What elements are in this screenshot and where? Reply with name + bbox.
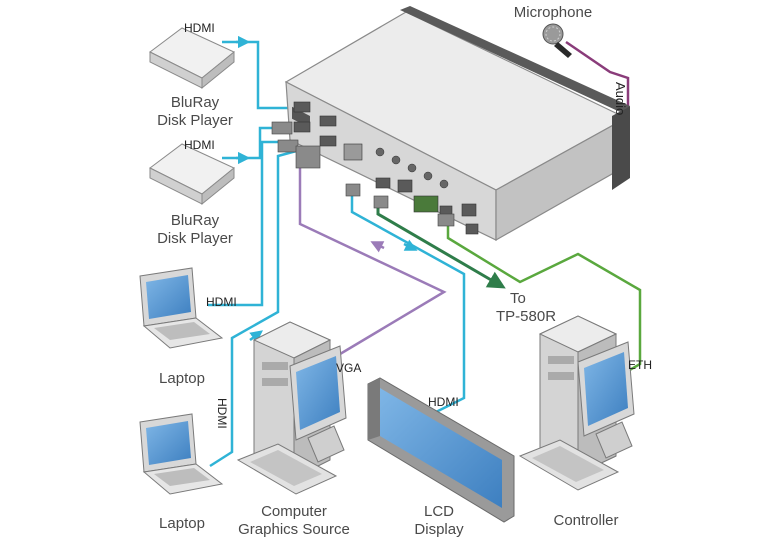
audio-cable-label: Audio [613, 82, 628, 116]
laptop1-label: Laptop [159, 370, 205, 387]
microphone-label: Microphone [513, 4, 593, 21]
bluray-player-icon [149, 27, 235, 90]
controller-label: Controller [553, 512, 619, 529]
hdmi-label-bluray2: HDMI [184, 138, 215, 152]
to-receiver-label: To TP-580R [496, 290, 590, 326]
laptop-icon [139, 413, 224, 495]
bluray2-label-line2: Disk Player [157, 230, 233, 247]
hdmi-cable-lcd [350, 186, 466, 414]
computer-label-line1: Computer [261, 503, 327, 520]
hdmi-label-laptop2: HDMI [215, 398, 229, 429]
bluray1-label-line1: BluRay [170, 94, 220, 111]
bluray1-label-line2: Disk Player [157, 112, 233, 129]
laptop-icon [139, 267, 224, 349]
lcd-label: LCD Display [394, 503, 484, 539]
to-receiver-label-line2: TP-580R [496, 308, 557, 325]
eth-label: ETH [628, 358, 652, 372]
bluray1-label: BluRay Disk Player [140, 94, 250, 130]
computer-label-line2: Graphics Source [238, 521, 350, 538]
desktop-computer-icon [236, 321, 347, 495]
vga-label: VGA [336, 361, 362, 375]
bluray-player-icon [149, 143, 235, 206]
vga-cable [298, 168, 447, 362]
hdmi-label-lcd: HDMI [428, 395, 459, 409]
bluray2-label: BluRay Disk Player [140, 212, 250, 248]
hdmi-label-bluray1: HDMI [184, 21, 215, 35]
computer-label: Computer Graphics Source [224, 503, 364, 539]
hdmi-cable-laptop2 [209, 148, 301, 468]
eth-cable [446, 224, 642, 380]
to-receiver-label-line1: To [510, 290, 526, 307]
lcd-label-line1: LCD [423, 503, 454, 520]
lcd-display-icon [367, 377, 515, 523]
switcher-device-icon [271, 6, 630, 242]
bluray2-label-line1: BluRay [170, 212, 220, 229]
laptop2-label: Laptop [159, 515, 205, 532]
microphone-icon [542, 23, 572, 58]
desktop-computer-icon [518, 315, 635, 491]
lcd-label-line2: Display [414, 521, 464, 538]
hdmi-label-laptop1: HDMI [206, 295, 237, 309]
